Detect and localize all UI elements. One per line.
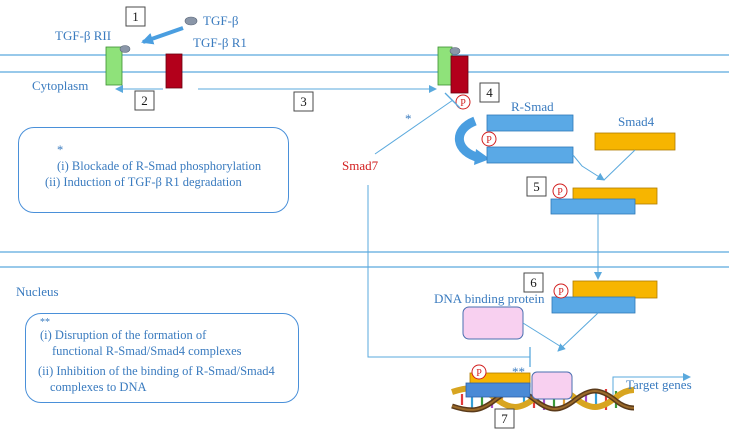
- receptor-inhibition-bar: [444, 92, 461, 109]
- step-6-box: 6: [523, 272, 544, 293]
- complex-nuc-phospho-marker: P: [553, 283, 569, 299]
- target-genes-arrow: [612, 373, 691, 395]
- smad7-inhibition-nucleus: [367, 185, 530, 358]
- dna-bound-rsmad: [465, 382, 531, 398]
- svg-text:P: P: [558, 287, 564, 298]
- receptor-2: [105, 46, 123, 86]
- step-4-box: 4: [479, 82, 500, 103]
- receptor-complex-ligand: [449, 47, 461, 55]
- receptor-1-label: TGF-β R1: [193, 35, 247, 50]
- phosphorylation-arrowhead: [474, 149, 490, 165]
- dna-binding-protein: [462, 306, 524, 340]
- receptor-complex-rii: [437, 46, 453, 86]
- step-1-box: 1: [125, 6, 146, 27]
- note-nuc-line-1: (i) Disruption of the formation of: [40, 328, 207, 342]
- dna-binding-protein-label: DNA binding protein: [434, 291, 545, 306]
- note-cyto-line-1: (i) Blockade of R-Smad phosphorylation: [57, 159, 262, 173]
- note-nuc-line-2: functional R-Smad/Smad4 complexes: [52, 344, 242, 358]
- smad7-label: Smad7: [342, 158, 379, 173]
- svg-text:4: 4: [486, 85, 493, 100]
- phosphorylation-curve-arrow: [454, 116, 482, 163]
- svg-text:2: 2: [141, 93, 148, 108]
- tgf-beta-ligand: [184, 16, 198, 26]
- nucleus-label: Nucleus: [16, 284, 59, 299]
- receptor-2-label: TGF-β RII: [55, 28, 111, 43]
- rsmad-to-complex-arrow: [572, 154, 605, 181]
- step-5-box: 5: [526, 176, 547, 197]
- svg-text:P: P: [486, 135, 492, 146]
- receptor-complex-r1: [450, 55, 469, 94]
- svg-text:1: 1: [132, 9, 139, 24]
- rsmad-phospho-marker: P: [481, 131, 497, 147]
- rsmad-label: R-Smad: [511, 99, 554, 114]
- rsmad-unphosphorylated: [486, 114, 574, 132]
- tgf-beta-label: TGF-β: [203, 13, 239, 28]
- dna-bound-dbp: [531, 371, 573, 400]
- step-2-box: 2: [134, 90, 155, 111]
- svg-text:6: 6: [530, 275, 537, 290]
- nucleus-inhibition-note: ** (i) Disruption of the formation of fu…: [25, 313, 299, 403]
- receptor-2-bound-ligand: [119, 45, 131, 53]
- receptor-1: [165, 53, 183, 89]
- complex-nuc-rsmad: [551, 296, 636, 314]
- smad4-to-complex-arrow: [603, 149, 636, 181]
- svg-text:P: P: [557, 187, 563, 198]
- note-nuc-line-3: (ii) Inhibition of the binding of R-Smad…: [38, 364, 275, 378]
- complex-nuc-smad4: [572, 280, 658, 299]
- nuclear-envelope: [0, 251, 729, 268]
- ligand-binding-arrow: [141, 26, 184, 45]
- note-cyto-line-2: (ii) Induction of TGF-β R1 degradation: [45, 175, 242, 189]
- smad7-inhibition-receptor: [374, 99, 454, 155]
- step-3-box: 3: [293, 91, 314, 112]
- target-genes-label: Target genes: [626, 377, 692, 392]
- complex-cyto-rsmad: [550, 198, 636, 215]
- svg-text:7: 7: [501, 411, 508, 426]
- single-star-marker: *: [405, 111, 412, 126]
- step-7-box: 7: [494, 408, 515, 429]
- smad4-free: [594, 132, 676, 151]
- smad4-label: Smad4: [618, 114, 655, 129]
- note-nuc-marker: **: [40, 317, 50, 328]
- complex-to-dna-arrow: [557, 312, 599, 352]
- svg-text:3: 3: [300, 94, 307, 109]
- rsmad-phosphorylated: [486, 146, 574, 164]
- svg-text:5: 5: [533, 179, 540, 194]
- svg-text:P: P: [476, 368, 482, 379]
- svg-text:P: P: [460, 98, 466, 109]
- note-nuc-line-4: complexes to DNA: [50, 380, 147, 394]
- complex-cyto-phospho-marker: P: [552, 183, 568, 199]
- dna-bound-phospho-marker: P: [471, 364, 487, 380]
- cytoplasm-label: Cytoplasm: [32, 78, 88, 93]
- cytoplasm-inhibition-note: * (i) Blockade of R-Smad phosphorylation…: [18, 127, 289, 213]
- dbp-to-dna-arrow: [522, 322, 564, 349]
- receptor-phospho-marker: P: [455, 94, 471, 110]
- note-cyto-marker: *: [57, 143, 64, 157]
